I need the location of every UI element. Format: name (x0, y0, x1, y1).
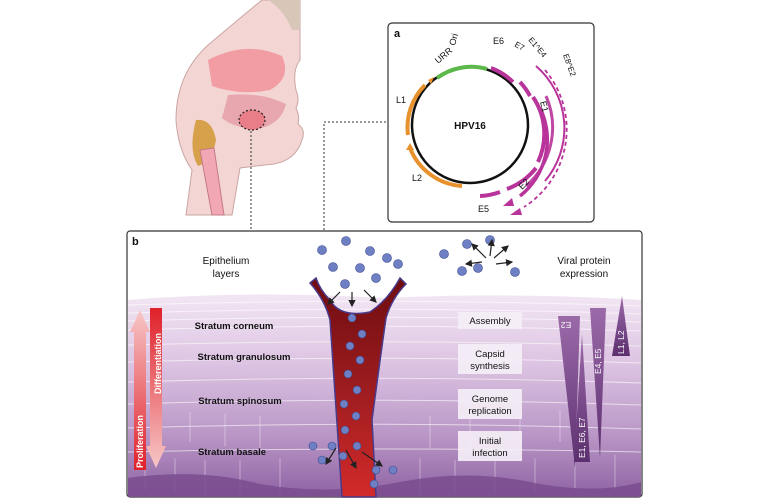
proliferation-arrow: Proliferation (130, 310, 150, 470)
label-stratum-spinosum: Stratum spinosum (198, 396, 281, 407)
svg-text:E4, E5: E4, E5 (593, 348, 603, 374)
head-illustration (175, 0, 304, 216)
wedge-e4-e5: E4, E5 (590, 308, 606, 458)
svg-text:Differentiation: Differentiation (153, 333, 163, 394)
panel-a-letter: a (394, 28, 401, 40)
genome-name: HPV16 (454, 121, 486, 132)
panel-a: a HPV16 Ori URR L1 L2 E6 E7 E1^E4 E8^E2 … (387, 22, 595, 223)
e1-gene (531, 95, 547, 163)
viral-expression-title-line1: Viral protein (557, 256, 610, 267)
wedge-e1-e6-e7: E1, E6, E7 (574, 334, 590, 462)
wedge-l1-l2: L1, L2 (612, 296, 630, 356)
svg-text:Assembly: Assembly (469, 316, 510, 327)
l1-gene (405, 83, 427, 136)
release-arrows (325, 238, 514, 470)
epithelium-title-line2: layers (213, 269, 240, 280)
svg-text:Capsid: Capsid (475, 349, 505, 360)
e2-gene (506, 166, 538, 191)
svg-text:Initial: Initial (479, 436, 501, 447)
svg-text:E2: E2 (561, 320, 572, 330)
stage-genome-replication: Genome replication (458, 389, 522, 419)
label-stratum-granulosum: Stratum granulosum (198, 352, 291, 363)
label-stratum-corneum: Stratum corneum (195, 321, 274, 332)
urr-region (435, 64, 488, 80)
label-stratum-basale: Stratum basale (198, 447, 266, 458)
virions (308, 235, 520, 489)
label-l1: L1 (396, 95, 406, 105)
label-e1: E1 (538, 100, 551, 113)
svg-text:E1, E6, E7: E1, E6, E7 (577, 417, 587, 458)
label-e6: E6 (493, 36, 504, 46)
stage-capsid-synthesis: Capsid synthesis (458, 344, 522, 374)
panel-b-letter: b (132, 236, 139, 248)
label-e5: E5 (478, 204, 489, 214)
differentiation-arrow: Differentiation (146, 308, 166, 468)
svg-text:infection: infection (472, 448, 507, 459)
label-e7: E7 (513, 40, 526, 53)
wedge-e2: E2 (558, 316, 580, 468)
label-ori: Ori (447, 32, 460, 46)
stage-initial-infection: Initial infection (458, 431, 522, 461)
epithelium-title-line1: Epithelium (203, 256, 250, 267)
e5-gene (479, 190, 501, 198)
svg-text:L1, L2: L1, L2 (616, 330, 626, 354)
l2-gene (408, 147, 463, 188)
panel-b: b (126, 230, 643, 498)
viral-expression-title-line2: expression (560, 269, 608, 280)
svg-text:synthesis: synthesis (470, 361, 510, 372)
e6-gene (490, 66, 515, 84)
label-l2: L2 (412, 173, 422, 183)
svg-text:replication: replication (468, 406, 511, 417)
e1e4-transcript (535, 65, 566, 182)
e7-gene (518, 80, 532, 97)
svg-text:Proliferation: Proliferation (135, 415, 145, 468)
connector-lines (250, 121, 388, 238)
svg-text:Genome: Genome (472, 394, 508, 405)
e8e2-transcript (523, 69, 568, 208)
stage-assembly: Assembly (458, 312, 522, 329)
